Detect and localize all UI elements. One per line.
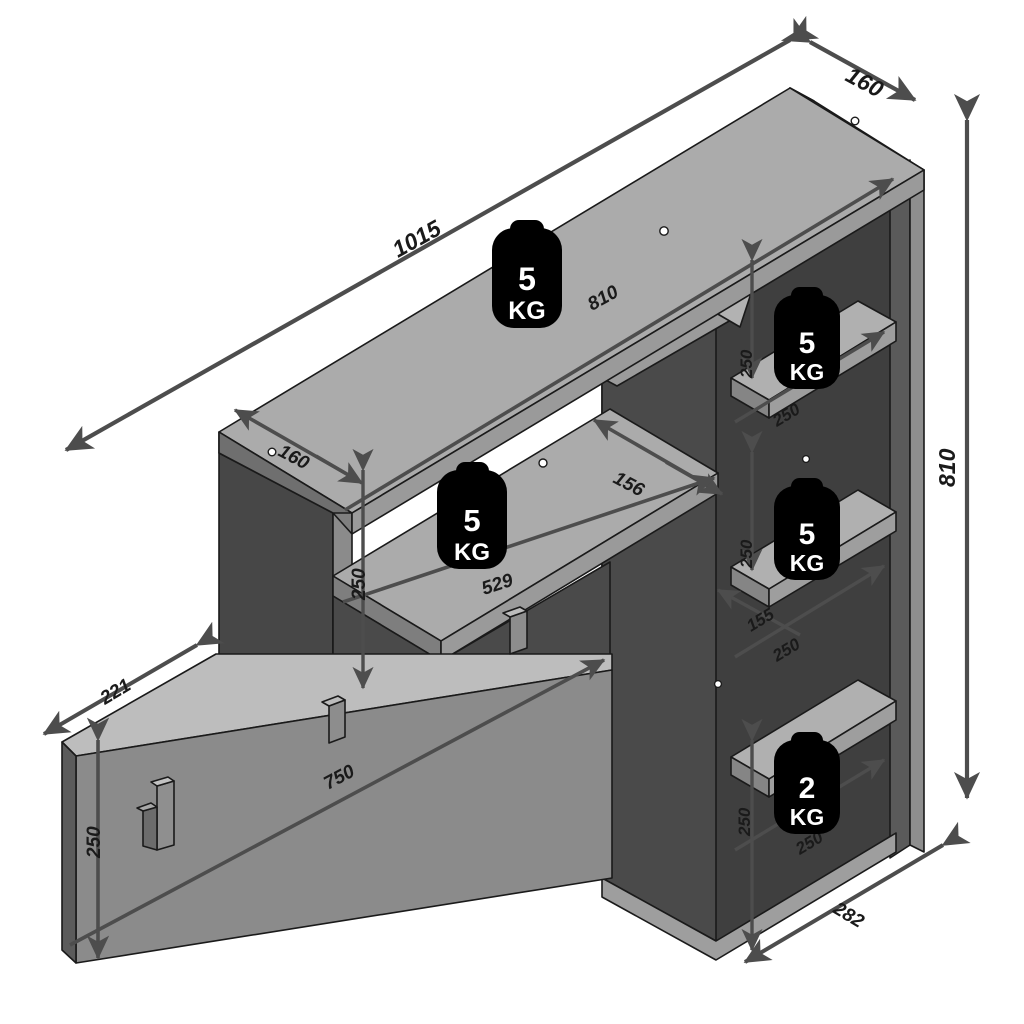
load-badge-unit-1: KG — [508, 297, 546, 325]
middle-shelf-dowel-hole — [538, 458, 548, 468]
load-badge-top-shelf: 5 KG — [492, 220, 562, 328]
load-badge-tower-upper: 5 KG — [774, 287, 840, 389]
dowel-peg-left-top — [321, 695, 346, 707]
label-250-t2h: 250 — [737, 539, 756, 569]
dowel-peg-right-top — [502, 606, 528, 618]
label-810-height: 810 — [934, 448, 960, 487]
dowel-peg-right — [509, 610, 528, 655]
load-badge-unit-3: KG — [454, 539, 490, 566]
dimline-221 — [42, 621, 225, 736]
coat-hook-vertical-top — [156, 780, 175, 851]
label-250-left: 250 — [349, 568, 370, 601]
weight-icon-body-5 — [774, 740, 840, 834]
weight-icon-body-1 — [492, 228, 562, 328]
load-badge-value-4: 5 — [799, 518, 816, 551]
load-badge-unit-5: KG — [790, 804, 825, 830]
coat-hook-foot-top — [136, 802, 158, 812]
load-badges: 5 KG 5 KG 5 KG 5 KG — [437, 220, 840, 834]
load-badge-unit-4: KG — [790, 550, 825, 576]
dimline-1015 — [64, 15, 820, 452]
tower-left-divider-front — [601, 312, 717, 942]
dowel-pegs — [321, 606, 528, 744]
label-250-t3h: 250 — [735, 807, 754, 837]
load-badge-tower-middle: 5 KG — [774, 478, 840, 580]
tower-right-outer-edge — [909, 161, 925, 853]
label-250-t1h: 250 — [737, 349, 756, 379]
weight-icon-body-3 — [437, 470, 507, 569]
coat-hook-vertical-hilite — [150, 776, 175, 787]
load-badge-unit-2: KG — [790, 359, 825, 385]
label-282: 282 — [829, 898, 868, 933]
load-badge-value-3: 5 — [463, 503, 480, 538]
dimline-529 — [342, 474, 716, 604]
dimline-160-top — [780, 18, 917, 102]
dimline-282 — [743, 821, 971, 964]
load-badge-value-1: 5 — [518, 261, 536, 297]
load-badge-tower-bottom: 2 KG — [774, 732, 840, 834]
dimline-750 — [69, 658, 606, 947]
label-250-lp: 250 — [84, 826, 105, 859]
weight-icon-body-2 — [774, 295, 840, 389]
label-1015: 1015 — [388, 214, 446, 262]
dimline-250-t2w — [734, 564, 886, 659]
lower-panel-left-edge — [61, 741, 77, 964]
top-shelf-dowel-hole-far — [850, 116, 860, 126]
top-shelf-dowel-hole-right — [659, 226, 669, 236]
dowel-peg-left — [328, 699, 346, 744]
dimline-810-shelf — [344, 177, 895, 512]
coat-hook — [136, 776, 175, 851]
tower-divider-hole-upper — [801, 454, 811, 464]
coat-hook-foot — [142, 806, 158, 851]
tower-divider-hole-lower — [713, 679, 723, 689]
weight-icon-body-4 — [774, 486, 840, 580]
load-badge-middle-shelf: 5 KG — [437, 462, 507, 569]
load-badge-value-5: 2 — [799, 772, 816, 805]
label-160-top: 160 — [842, 61, 888, 102]
dimension-lines — [42, 15, 981, 964]
load-badge-value-2: 5 — [799, 327, 816, 360]
left-box-dowel-hole — [267, 447, 277, 457]
